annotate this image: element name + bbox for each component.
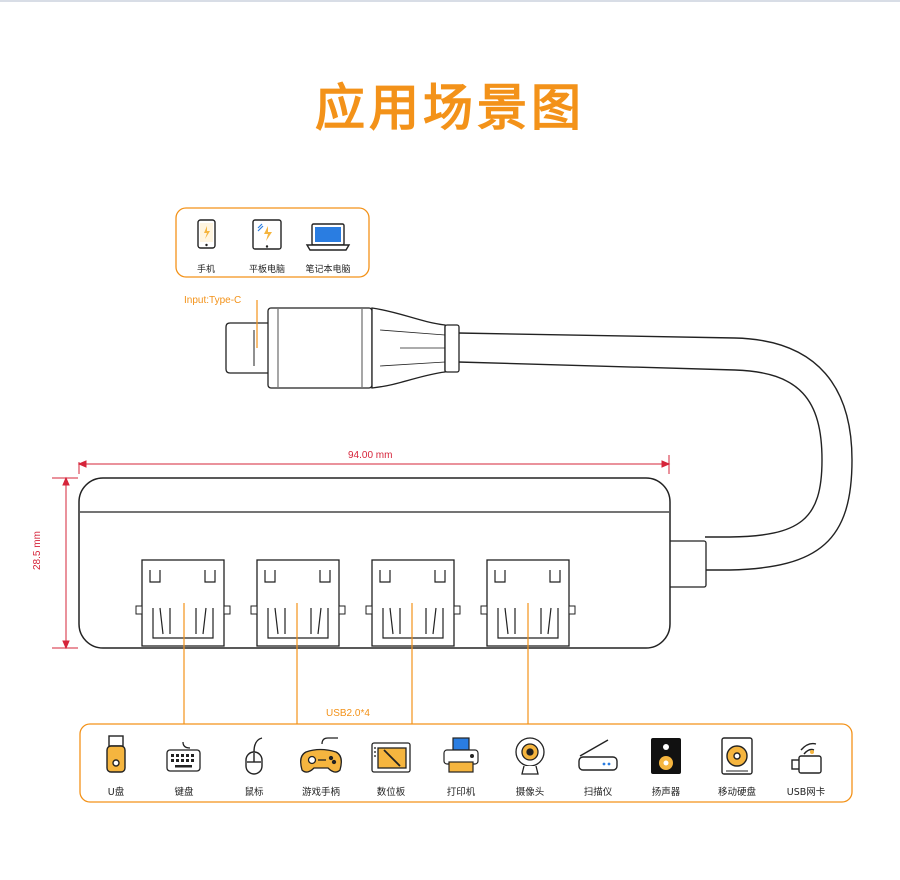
printer-icon — [443, 737, 479, 773]
device-label-phone: 手机 — [196, 265, 215, 275]
laptop-icon — [305, 223, 351, 251]
app-label-keyboard: 键盘 — [174, 787, 194, 798]
hard-drive-icon — [721, 737, 753, 775]
input-port-label: Input:Type-C — [184, 295, 242, 306]
tablet-icon — [252, 219, 282, 250]
height-dimension-label: 28.5 mm — [32, 531, 43, 570]
page-title: 应用场景图 — [315, 79, 585, 137]
webcam-icon — [515, 737, 545, 775]
usb-ports-label: USB2.0*4 — [326, 708, 370, 719]
keyboard-icon — [166, 741, 201, 772]
drawing-tablet-icon — [371, 742, 411, 773]
app-label-gamepad: 游戏手柄 — [301, 787, 340, 798]
app-label-mouse: 鼠标 — [244, 787, 264, 798]
gamepad-icon — [300, 737, 342, 773]
app-label-drawing-tablet: 数位板 — [376, 787, 406, 798]
usb-port — [365, 559, 461, 647]
usb-port — [250, 559, 346, 647]
typec-cable — [225, 307, 853, 588]
app-label-webcam: 摄像头 — [515, 787, 545, 798]
width-dimension — [77, 455, 671, 474]
app-label-speaker: 扬声器 — [651, 787, 681, 798]
height-dimension — [52, 476, 78, 650]
mouse-icon — [245, 737, 263, 775]
device-label-tablet: 平板电脑 — [248, 265, 285, 275]
scanner-icon — [578, 739, 618, 771]
usb-drive-icon — [106, 735, 126, 773]
app-label-printer: 打印机 — [446, 787, 476, 798]
usb-network-card-icon — [791, 742, 822, 774]
port-callout-lines — [183, 603, 529, 724]
device-label-laptop: 笔记本电脑 — [305, 265, 351, 275]
app-label-usb-drive: U盘 — [107, 787, 125, 798]
width-dimension-label: 94.00 mm — [348, 450, 393, 461]
top-divider — [0, 0, 900, 2]
app-label-usb-network-card: USB网卡 — [786, 787, 826, 798]
app-label-hard-drive: 移动硬盘 — [717, 787, 756, 798]
usb-port — [135, 559, 231, 647]
phone-icon — [197, 219, 216, 249]
app-label-scanner: 扫描仪 — [583, 787, 613, 798]
speaker-icon — [651, 738, 681, 774]
